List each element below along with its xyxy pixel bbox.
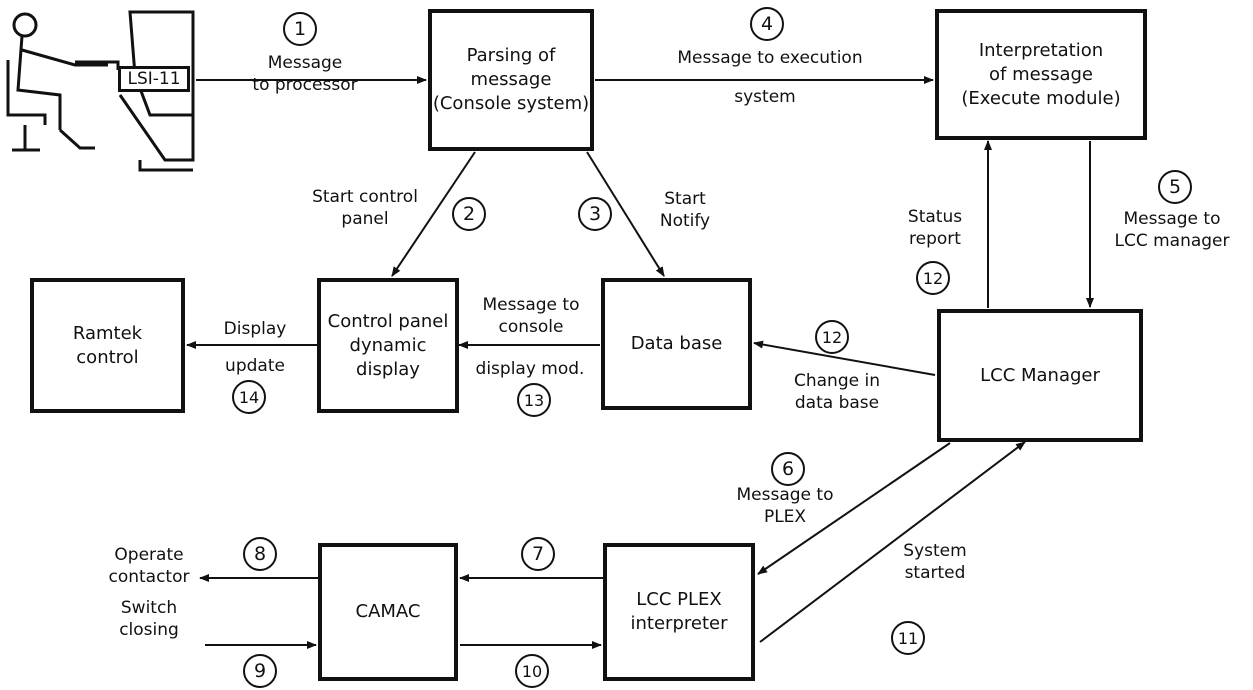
label-start-notify: Start Notify [640, 188, 730, 232]
step-12-status-marker: 12 [916, 261, 950, 295]
label-message-to-execution: Message to execution [640, 47, 900, 69]
label-status-report: Status report [890, 206, 980, 250]
box-interpretation-of-message: Interpretation of message (Execute modul… [935, 9, 1147, 140]
step-1-marker: 1 [283, 12, 317, 46]
step-8-marker: 8 [243, 537, 277, 571]
label-display: Display [200, 318, 310, 340]
step-6-marker: 6 [771, 452, 805, 486]
step-12-change-marker: 12 [815, 320, 849, 354]
step-9-marker: 9 [243, 654, 277, 688]
box-data-base: Data base [601, 278, 752, 410]
step-3-marker: 3 [578, 197, 612, 231]
terminal-label: LSI-11 [118, 66, 190, 92]
box-lcc-plex-interpreter: LCC PLEX interpreter [603, 543, 755, 681]
step-10-marker: 10 [515, 654, 549, 688]
label-message-to-processor: Message to processor [230, 52, 380, 96]
step-11-marker: 11 [891, 621, 925, 655]
box-control-panel-dynamic-display: Control panel dynamic display [317, 278, 459, 413]
label-message-to-plex: Message to PLEX [720, 484, 850, 528]
label-message-to-console: Message to console [463, 294, 599, 338]
label-change-in-data-base: Change in data base [767, 370, 907, 414]
label-update: update [200, 355, 310, 377]
step-4-marker: 4 [750, 7, 784, 41]
label-operate-contactor: Operate contactor [94, 544, 204, 588]
box-lcc-manager: LCC Manager [937, 309, 1143, 442]
step-2-marker: 2 [452, 197, 486, 231]
box-ramtek-control: Ramtek control [30, 278, 185, 413]
label-message-to-lcc-manager: Message to LCC manager [1094, 208, 1250, 252]
box-camac: CAMAC [318, 543, 458, 681]
label-display-mod: display mod. [458, 358, 602, 380]
label-switch-closing: Switch closing [94, 597, 204, 641]
step-14-marker: 14 [232, 380, 266, 414]
label-system-started: System started [870, 540, 1000, 584]
label-execution-system: system [720, 86, 810, 108]
label-start-control-panel: Start control panel [290, 186, 440, 230]
step-13-marker: 13 [517, 383, 551, 417]
box-parsing-of-message: Parsing of message (Console system) [428, 9, 594, 151]
step-5-marker: 5 [1158, 170, 1192, 204]
step-7-marker: 7 [521, 537, 555, 571]
